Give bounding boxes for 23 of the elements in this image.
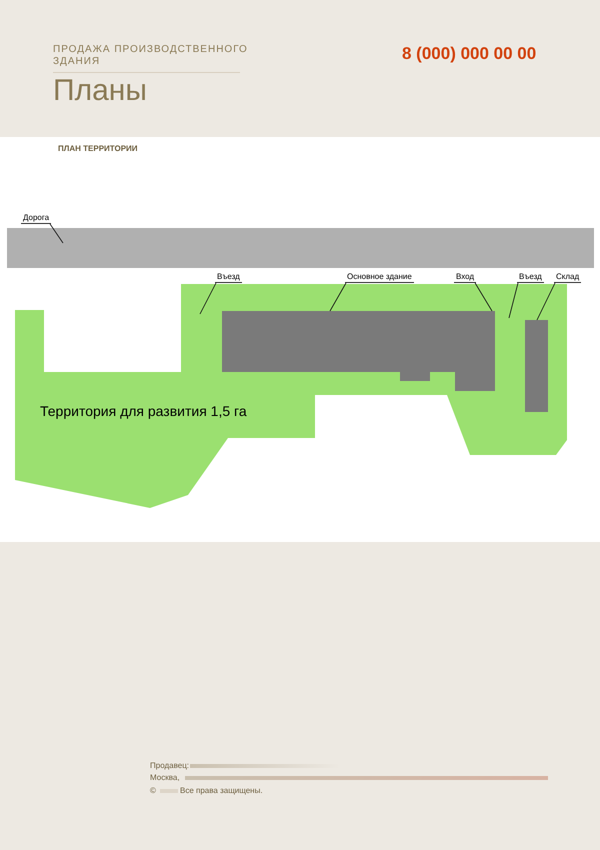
leader-line xyxy=(330,282,346,312)
leader-line xyxy=(508,282,518,318)
callout-label: Дорога xyxy=(21,213,52,224)
leader-line xyxy=(536,282,556,320)
footer-text: Продавец: xyxy=(150,761,190,770)
callout-label: Въезд xyxy=(215,272,242,283)
header-subtitle: ПРОДАЖА ПРОИЗВОДСТВЕННОГО ЗДАНИЯ xyxy=(53,44,249,68)
callout-label: Вход xyxy=(454,272,476,283)
footer-text: © xyxy=(150,786,156,795)
callout-label: Основное здание xyxy=(345,272,414,283)
area-label: Территория для развития 1,5 га xyxy=(40,403,247,419)
callout-label: Въезд xyxy=(517,272,544,283)
section-heading: ПЛАН ТЕРРИТОРИИ xyxy=(58,144,138,153)
footer-text: Москва, xyxy=(150,773,180,782)
page-title: Планы xyxy=(53,74,147,108)
footer-text: Все права защищены. xyxy=(180,786,263,795)
leader-line xyxy=(474,282,492,312)
road xyxy=(7,228,594,268)
warehouse-block xyxy=(525,320,548,412)
phone-number: 8 (000) 000 00 00 xyxy=(402,44,536,64)
leader-line xyxy=(50,224,64,244)
callout-label: Склад xyxy=(554,272,582,283)
leader-line xyxy=(200,282,216,314)
